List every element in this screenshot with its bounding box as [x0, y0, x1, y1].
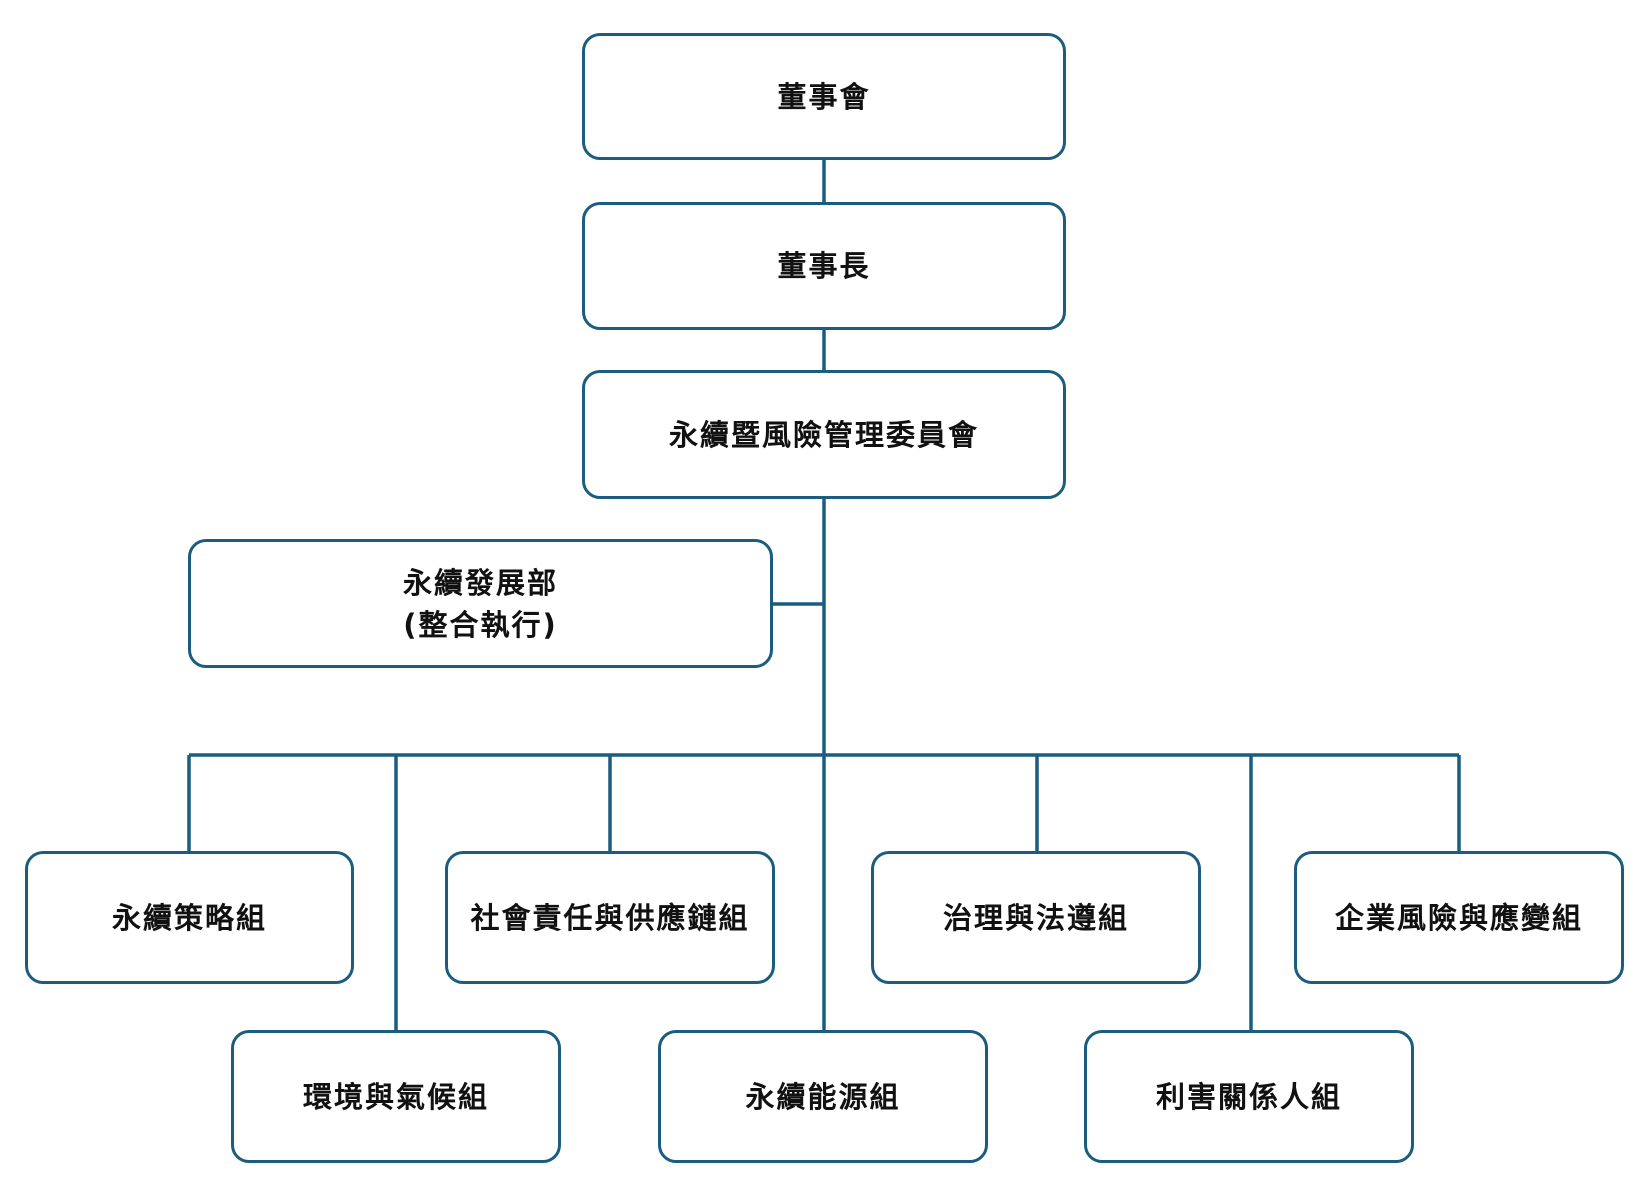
group-label-sustainability-strategy: 永續策略組	[111, 900, 267, 935]
chairman-label: 董事長	[777, 249, 871, 283]
chairman-box: 董事長	[582, 202, 1066, 330]
group-label-sustainable-energy: 永續能源組	[745, 1079, 901, 1114]
group-box-environment-climate: 環境與氣候組	[231, 1030, 561, 1163]
committee-box: 永續暨風險管理委員會	[582, 370, 1066, 499]
group-box-sustainable-energy: 永續能源組	[658, 1030, 988, 1163]
sustainability-dept-box: 永續發展部 (整合執行)	[188, 539, 773, 668]
group-box-enterprise-risk: 企業風險與應變組	[1294, 851, 1624, 984]
group-label-stakeholders: 利害關係人組	[1155, 1079, 1342, 1114]
board-label: 董事會	[777, 79, 871, 114]
group-label-social-supply-chain: 社會責任與供應鏈組	[470, 900, 750, 935]
group-label-environment-climate: 環境與氣候組	[302, 1079, 489, 1114]
group-box-social-supply-chain: 社會責任與供應鏈組	[445, 851, 775, 984]
board-box: 董事會	[582, 33, 1066, 160]
sustainability-dept-label: 永續發展部 (整合執行)	[402, 565, 558, 642]
group-box-governance-compliance: 治理與法遵組	[871, 851, 1201, 984]
committee-label: 永續暨風險管理委員會	[668, 417, 979, 452]
group-label-governance-compliance: 治理與法遵組	[942, 900, 1129, 935]
group-label-enterprise-risk: 企業風險與應變組	[1334, 900, 1583, 935]
group-box-sustainability-strategy: 永續策略組	[25, 851, 354, 984]
group-box-stakeholders: 利害關係人組	[1084, 1030, 1414, 1163]
